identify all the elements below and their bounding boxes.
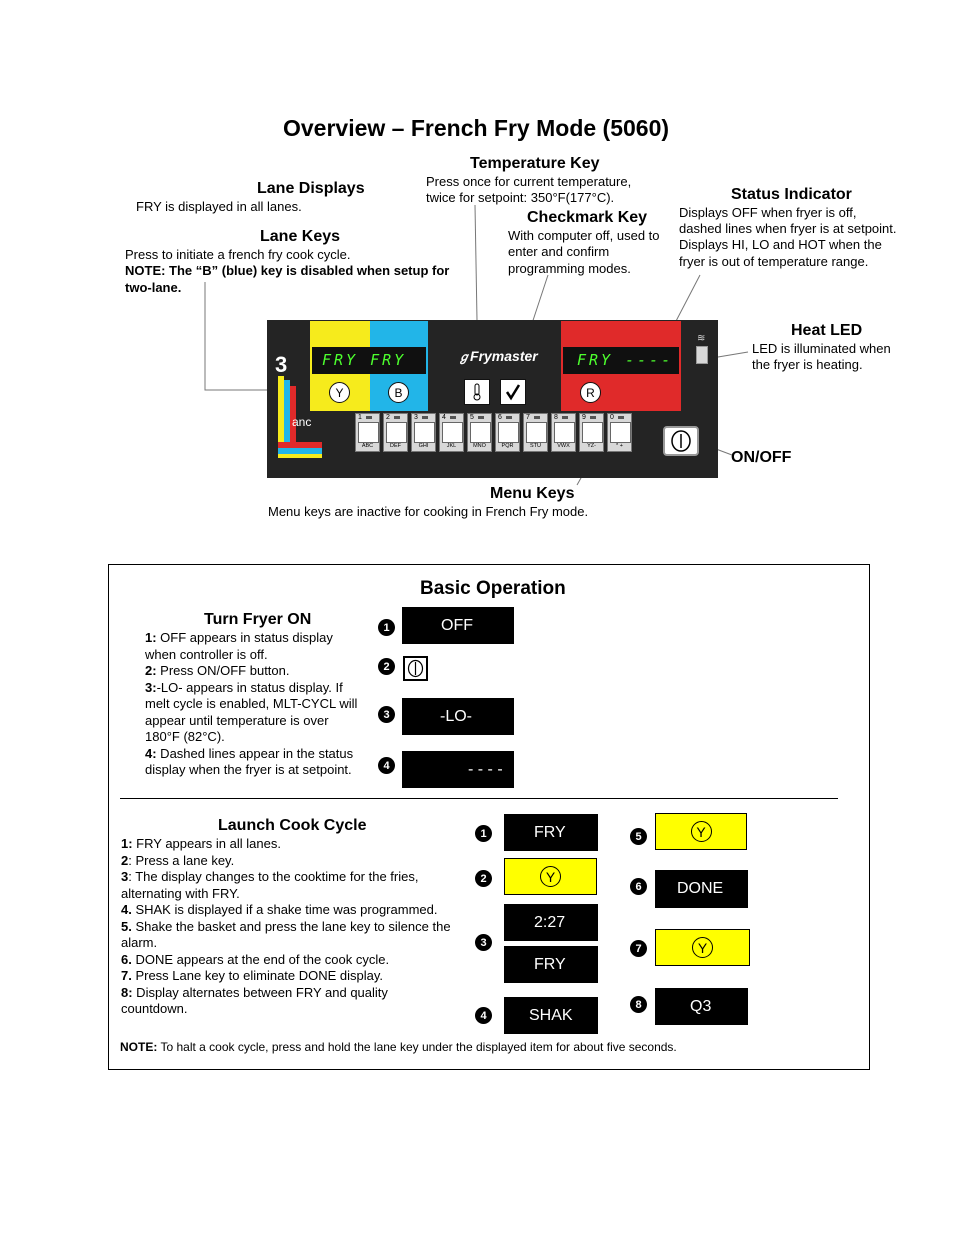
fry-display-2: FRY: [504, 946, 598, 983]
checkmark-icon: [504, 383, 522, 401]
launch-badge-8: 8: [630, 996, 647, 1013]
menu-key-0[interactable]: 0* +: [607, 413, 632, 452]
launch-cook-cycle-steps: 1: FRY appears in all lanes. 2: Press a …: [121, 836, 471, 1018]
launch-badge-2: 2: [475, 870, 492, 887]
temperature-key[interactable]: [464, 379, 490, 405]
fry-display-1: FRY: [504, 814, 598, 851]
lane-key-y-icon: Y: [540, 866, 561, 887]
quality-countdown-display: Q3: [655, 988, 748, 1025]
section-divider: [120, 798, 838, 799]
step-badge-4: 4: [378, 757, 395, 774]
anc-logo-text: anc: [292, 415, 311, 429]
status-display-text: FRY ----: [563, 347, 679, 369]
checkmark-key[interactable]: [500, 379, 526, 405]
status-display: FRY ----: [563, 347, 679, 374]
launch-badge-4: 4: [475, 1007, 492, 1024]
step-badge-1: 1: [378, 619, 395, 636]
thermometer-icon: [471, 383, 483, 401]
lane-key-b[interactable]: B: [388, 382, 409, 403]
launch-badge-6: 6: [630, 878, 647, 895]
lane-key-display-step5: Y: [655, 813, 747, 850]
shak-display: SHAK: [504, 997, 598, 1034]
on-off-button[interactable]: [663, 426, 699, 456]
on-off-button-icon: [403, 656, 428, 681]
brand-swoosh-icon: ℊ: [458, 350, 470, 364]
turn-fryer-on-heading: Turn Fryer ON: [204, 611, 311, 629]
lane-key-display-step2: Y: [504, 858, 597, 895]
lane-key-y-icon: Y: [691, 821, 712, 842]
launch-badge-7: 7: [630, 940, 647, 957]
lane-key-r[interactable]: R: [580, 382, 601, 403]
off-display: OFF: [402, 607, 514, 644]
power-icon: [665, 428, 697, 454]
brand-logo: ℊFrymaster: [458, 348, 538, 365]
dashes-display: - - - -: [402, 751, 514, 788]
power-icon: [405, 658, 426, 679]
heat-icon: ≋: [697, 333, 704, 344]
launch-cook-cycle-heading: Launch Cook Cycle: [218, 817, 366, 835]
launch-badge-3: 3: [475, 934, 492, 951]
step-badge-2: 2: [378, 658, 395, 675]
halt-note: NOTE: To halt a cook cycle, press and ho…: [120, 1040, 677, 1054]
basic-operation-heading: Basic Operation: [420, 578, 566, 600]
heat-led: [696, 346, 708, 364]
turn-fryer-on-steps: 1: OFF appears in status display when co…: [145, 630, 380, 779]
done-display: DONE: [655, 870, 748, 908]
lane-count-label: 3: [275, 352, 287, 378]
lane-key-y-icon: Y: [692, 937, 713, 958]
lo-display: -LO-: [402, 698, 514, 735]
lane-key-y[interactable]: Y: [329, 382, 350, 403]
lane-display: FRY FRY: [312, 347, 426, 374]
lane-display-text: FRY FRY: [312, 347, 426, 369]
cooktime-display: 2:27: [504, 904, 598, 941]
launch-badge-1: 1: [475, 825, 492, 842]
launch-badge-5: 5: [630, 828, 647, 845]
lane-key-display-step7: Y: [655, 929, 750, 966]
step-badge-3: 3: [378, 706, 395, 723]
